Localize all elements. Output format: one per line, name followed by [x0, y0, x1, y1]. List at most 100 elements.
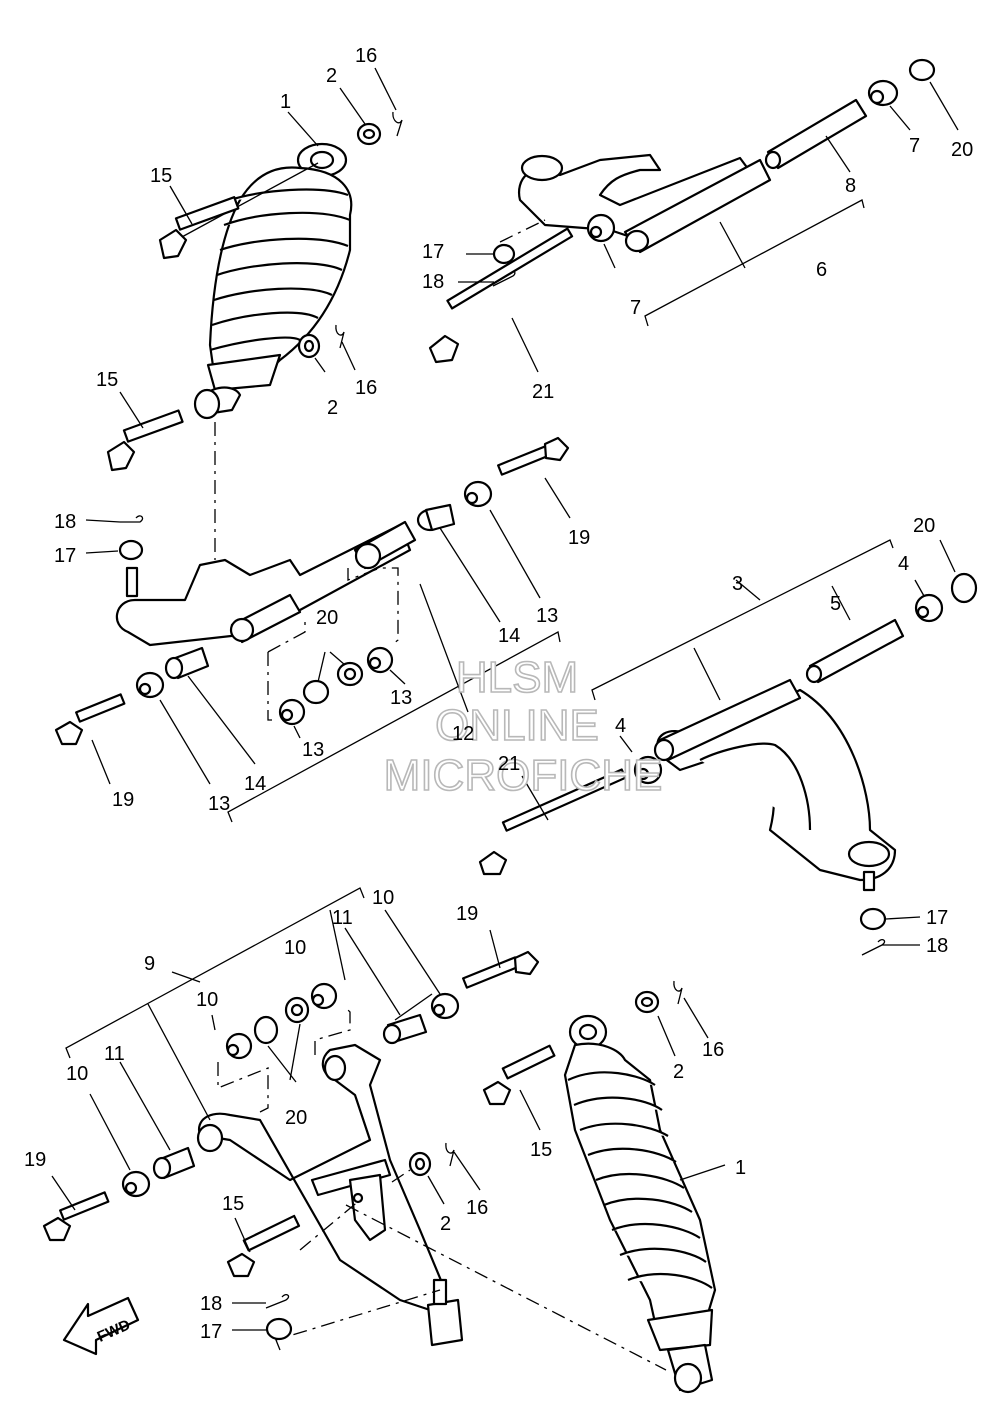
lower-arm-bottom [196, 1043, 464, 1347]
bushing-14-b [164, 646, 210, 680]
callout-12: 12 [452, 723, 474, 745]
bushing-10-d [121, 1170, 151, 1198]
upper-arm-right [517, 153, 772, 254]
callout-15: 15 [150, 165, 172, 187]
washer-20-topright [908, 58, 936, 82]
callout-20: 20 [285, 1107, 307, 1129]
callout-11: 11 [104, 1043, 125, 1065]
cotter-pin-16-bottomright [673, 980, 683, 1005]
nut-17-right [859, 907, 887, 931]
bolt-19-bottomleft [42, 1191, 110, 1242]
nut-2-bottom [408, 1151, 432, 1177]
bolt-21-top [428, 227, 574, 364]
callout-17: 17 [422, 241, 444, 263]
callouts: 1 2 16 15 15 2 16 20 7 8 6 7 17 18 21 18… [24, 45, 973, 1343]
callout-15: 15 [96, 369, 118, 391]
bushing-14-a [416, 503, 456, 532]
callout-13: 13 [302, 739, 324, 761]
callout-18: 18 [54, 511, 76, 533]
callout-10: 10 [284, 937, 306, 959]
bolt-19-left [54, 693, 126, 746]
nut-2-mid [297, 333, 321, 359]
callout-21: 21 [498, 753, 520, 775]
bolt-15-bottom [226, 1214, 301, 1278]
callout-15: 15 [530, 1139, 552, 1161]
watermark: HLSM ONLINE MICROFICHE [383, 652, 663, 801]
callout-13: 13 [390, 687, 412, 709]
bolt-19-bottom [462, 950, 540, 989]
callout-20: 20 [951, 139, 973, 161]
callout-5: 5 [830, 593, 841, 615]
callout-7: 7 [909, 135, 920, 157]
washer-20-mid [302, 679, 330, 705]
callout-19: 19 [568, 527, 590, 549]
callout-1: 1 [735, 1157, 746, 1179]
callout-19: 19 [456, 903, 478, 925]
callout-18: 18 [422, 271, 444, 293]
callout-7: 7 [630, 297, 641, 319]
callout-16: 16 [466, 1197, 488, 1219]
shock-absorber-bottom [563, 1014, 717, 1394]
cotter-pin-18-right [861, 939, 886, 956]
callout-17: 17 [926, 907, 948, 929]
bushing-7-left [586, 213, 616, 243]
washer-20-right [950, 572, 978, 604]
callout-13: 13 [208, 793, 230, 815]
callout-18: 18 [200, 1293, 222, 1315]
callout-6: 6 [816, 259, 827, 281]
bushing-4-left [633, 755, 663, 785]
callout-10: 10 [196, 989, 218, 1011]
callout-14: 14 [498, 625, 520, 647]
watermark-line1: HLSM [456, 653, 578, 702]
callout-8: 8 [845, 175, 856, 197]
bushing-13-a [463, 480, 493, 508]
bolt-15-bottomright [482, 1044, 556, 1106]
callout-19: 19 [112, 789, 134, 811]
nut-17-top [492, 243, 516, 265]
callout-1: 1 [280, 91, 291, 113]
callout-16: 16 [355, 377, 377, 399]
nut-20-mid [336, 661, 364, 687]
callout-15: 15 [222, 1193, 244, 1215]
callout-2: 2 [440, 1213, 451, 1235]
callout-10: 10 [66, 1063, 88, 1085]
callout-20: 20 [316, 607, 338, 629]
bolt-15-top [158, 196, 240, 260]
bushing-10-b [310, 982, 338, 1010]
bushing-11-b [382, 1013, 428, 1045]
washer-20-bottom [253, 1015, 279, 1045]
callout-13: 13 [536, 605, 558, 627]
bushing-11-a [152, 1146, 196, 1180]
bushing-7-right [867, 79, 899, 107]
leader-lines [51, 67, 959, 1371]
bushing-5 [805, 618, 905, 684]
bushing-13-c [278, 698, 306, 726]
callout-16: 16 [702, 1039, 724, 1061]
bushing-10-a [430, 992, 460, 1020]
fwd-arrow-icon: FWD [62, 1296, 140, 1356]
cotter-pin-16-top [392, 111, 403, 137]
bushing-8 [764, 98, 868, 170]
callout-2: 2 [673, 1061, 684, 1083]
callout-18: 18 [926, 935, 948, 957]
cotter-pin-18-bottom [265, 1294, 290, 1309]
callout-2: 2 [327, 397, 338, 419]
callout-4: 4 [615, 715, 626, 737]
callout-11: 11 [332, 907, 353, 929]
callout-4: 4 [898, 553, 909, 575]
shock-absorber-top [179, 142, 353, 420]
nut-20-bottom [284, 996, 310, 1024]
bolt-21-mid [478, 768, 627, 876]
callout-19: 19 [24, 1149, 46, 1171]
bushing-10-c [225, 1032, 253, 1060]
upper-arm-right-mid [653, 678, 897, 892]
watermark-line2: ONLINE [435, 701, 599, 750]
callout-20: 20 [913, 515, 935, 537]
callout-17: 17 [54, 545, 76, 567]
nut-17-left [118, 539, 144, 561]
bushing-4-right [914, 593, 944, 623]
callout-17: 17 [200, 1321, 222, 1343]
cotter-pin-18-left [120, 515, 144, 523]
callout-10: 10 [372, 887, 394, 909]
